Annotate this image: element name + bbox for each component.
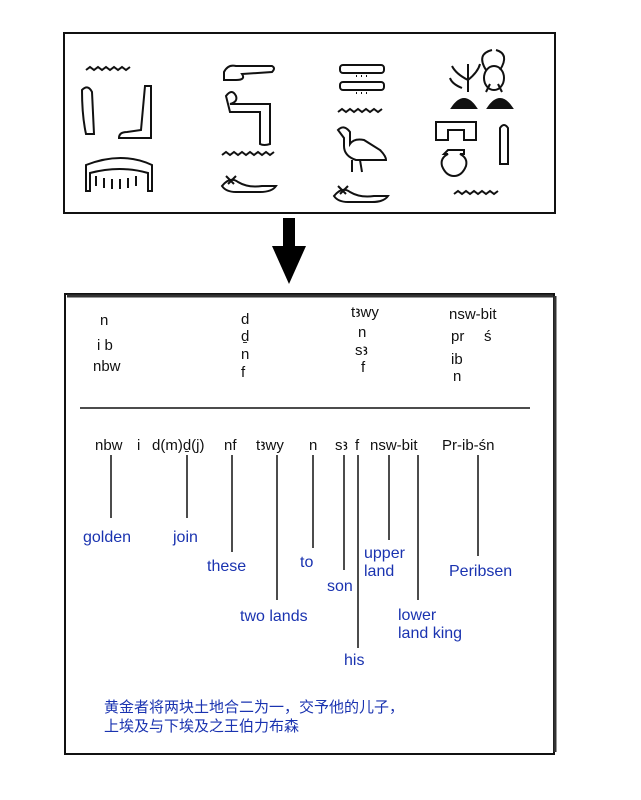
- glyph-water-n-icon: [85, 65, 131, 72]
- glyph-heart-ib-icon: [440, 149, 468, 178]
- translit-col1-ib: i b: [97, 337, 113, 354]
- explanation-frame: [64, 293, 555, 755]
- translit-col3-n: n: [358, 324, 367, 341]
- glyph-water-n3-icon: [337, 107, 383, 114]
- glyph-water-n4-icon: [453, 189, 499, 196]
- translit-col4-ib: ib: [451, 351, 463, 368]
- translit-col2-f: f: [241, 364, 246, 381]
- translit-col3-tawy: tꜣwy: [351, 304, 379, 321]
- glyph-reed-leaf-icon: [80, 86, 96, 135]
- gloss-two-lands: two lands: [240, 608, 308, 625]
- glyph-water-n2-icon: [221, 150, 275, 157]
- translit-col4-nsw-bit: nsw-bit: [449, 306, 497, 323]
- translit-col1-n: n: [100, 312, 109, 329]
- gloss-lower: lower: [398, 607, 437, 624]
- translit-col4-s: ś: [484, 328, 492, 345]
- gloss-connectors: [110, 455, 479, 648]
- translit-col4-n: n: [453, 368, 462, 385]
- translit-col2-n: n: [241, 346, 250, 363]
- gloss-son: son: [327, 578, 353, 595]
- gloss-golden: golden: [83, 529, 132, 546]
- reading-nf: nf: [224, 437, 237, 454]
- glyph-leg-b-icon: [117, 85, 152, 139]
- gloss-join: join: [173, 529, 198, 546]
- translit-col3-f: f: [361, 359, 366, 376]
- translit-col3-sa: sꜣ: [355, 342, 368, 359]
- glyph-gold-collar-icon: [85, 157, 153, 192]
- gloss-upper: upper: [364, 545, 405, 562]
- reading-dmdj: d(m)ḏ(j): [152, 437, 205, 454]
- glyph-house-pr-icon: [435, 121, 477, 141]
- glyph-pintail-duck-sa-icon: [336, 126, 388, 173]
- gloss-land-king: land king: [398, 625, 463, 642]
- translit-col2-dj: ḏ: [241, 328, 250, 345]
- translit-col1-nbw: nbw: [93, 358, 121, 375]
- reading-pr-ib-sn: Pr-ib-śn: [442, 437, 495, 454]
- translit-col2-d: d: [241, 311, 250, 328]
- glyph-bolt-s-icon: [499, 124, 509, 165]
- reading-i: i: [137, 437, 141, 454]
- gloss-to: to: [300, 554, 314, 571]
- gloss-his: his: [344, 652, 365, 669]
- glyph-horned-viper-f2-icon: [332, 185, 390, 203]
- translation-line-2: 上埃及与下埃及之王伯力布森: [104, 717, 300, 735]
- translit-col4-pr: pr: [451, 328, 465, 345]
- glyph-horned-viper-f-icon: [220, 175, 278, 193]
- reading-n: n: [309, 437, 318, 454]
- glyph-bread-loaves-icon: [450, 98, 514, 109]
- gloss-peribsen: Peribsen: [449, 563, 513, 580]
- reading-sa: sꜣ: [335, 437, 348, 454]
- glyph-land-ta-icon: [339, 64, 385, 94]
- glyph-bee-icon: [481, 49, 506, 93]
- gloss-these: these: [207, 558, 247, 575]
- translation-line-1: 黄金者将两块土地合二为一，交予他的儿子，: [104, 698, 405, 716]
- reading-nbw: nbw: [95, 437, 123, 454]
- down-arrow-icon: [272, 218, 306, 284]
- gloss-land: land: [364, 563, 395, 580]
- reading-tawy: tꜣwy: [256, 437, 284, 454]
- reading-nsw-bit: nsw-bit: [370, 437, 418, 454]
- glyph-hand-d-icon: [223, 64, 275, 81]
- glyph-sedge-plant-icon: [449, 63, 481, 92]
- reading-f: f: [355, 437, 360, 454]
- frame-shadow: [67, 294, 557, 752]
- glyph-cobra-dj-icon: [224, 91, 271, 146]
